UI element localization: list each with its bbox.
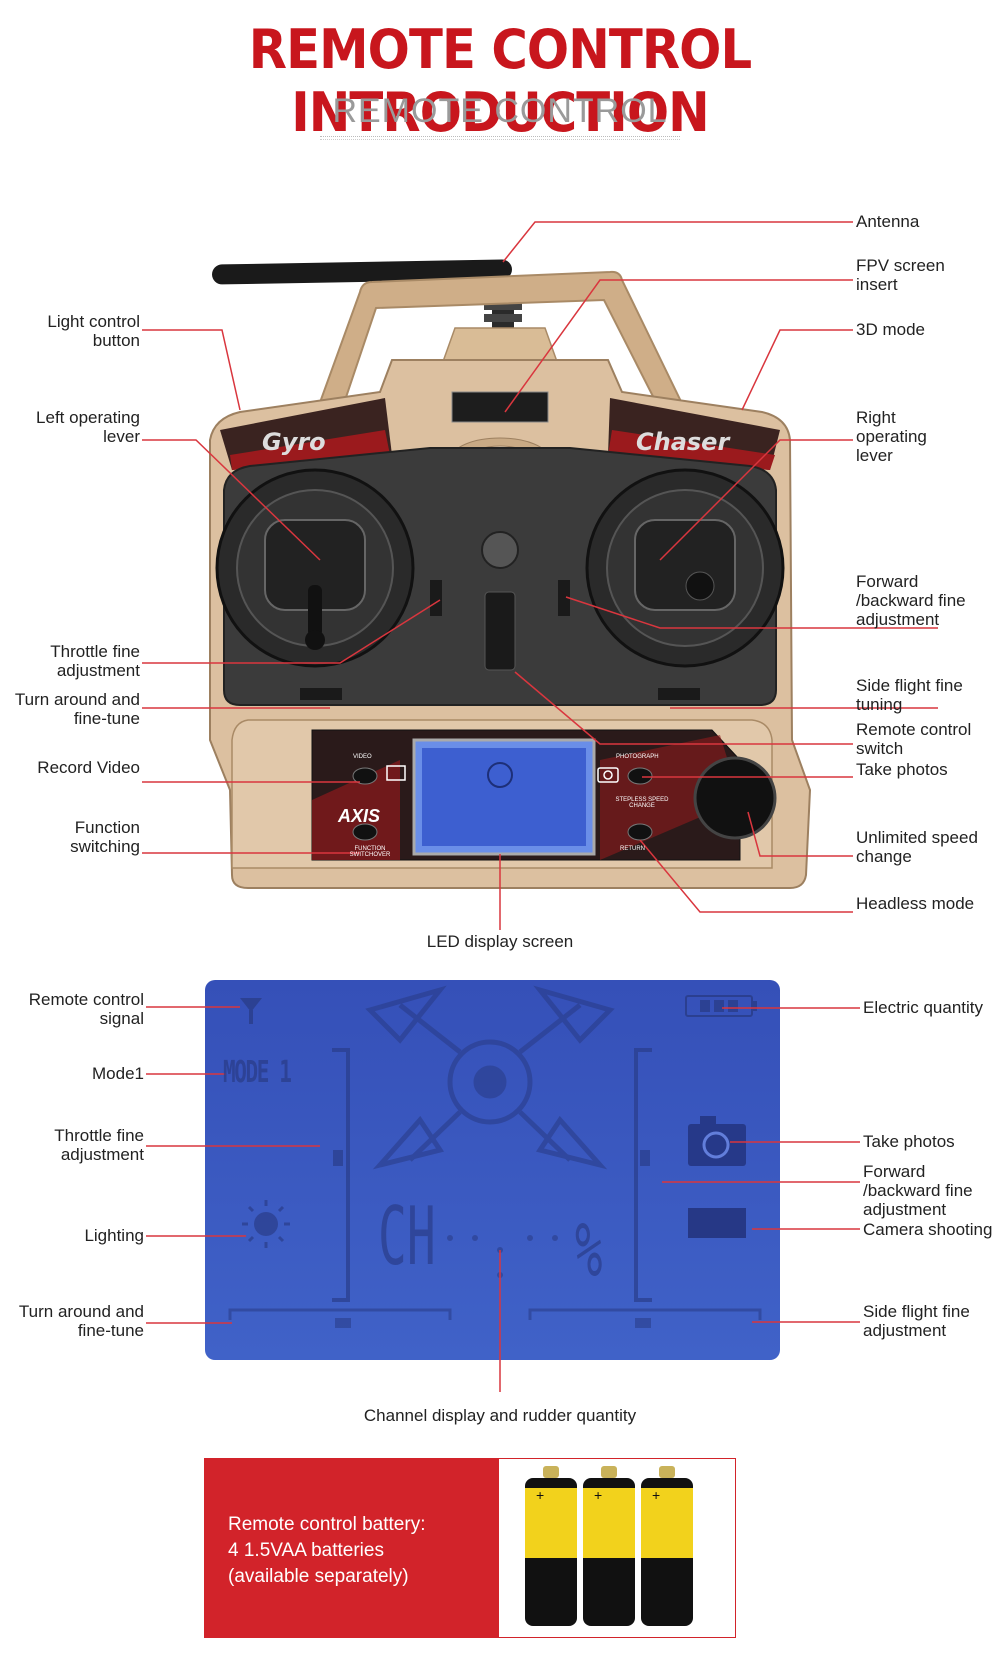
quadcopter-icon [365,985,615,1170]
battery-text: Remote control battery: 4 1.5VAA batteri… [228,1512,488,1590]
label-light-control: Light control button [47,312,140,350]
label-forward-backward: Forward /backward fine adjustment [856,572,966,629]
aa-battery-icon: + [525,1466,577,1626]
svg-text:+: + [536,1487,544,1503]
label-lighting: Lighting [84,1226,144,1245]
svg-text:+: + [652,1487,660,1503]
battery-line-3: (available separately) [228,1566,409,1587]
label-lcd-side-flight: Side flight fine adjustment [863,1302,970,1340]
label-rc-signal: Remote control signal [28,990,144,1028]
label-left-lever: Left operating lever [36,408,140,446]
aa-battery-icon: + [583,1466,635,1626]
lcd-ch-text: CH [378,1190,436,1283]
label-electric-quantity: Electric quantity [863,998,983,1017]
btn-label-speed: STEPLESS SPEED CHANGE [615,797,669,809]
left-stick-icon [215,468,415,668]
page-title: REMOTE CONTROL INTRODUCTION [248,18,752,144]
label-function-switching: Function switching [70,818,140,856]
right-stick-icon [585,468,785,668]
label-take-photos: Take photos [856,760,948,779]
lcd-camera-icon [688,1116,746,1166]
label-channel-display: Channel display and rudder quantity [363,1406,637,1425]
camera-shooting-icon [688,1208,746,1238]
photo-camera-icon [597,767,619,783]
label-fpv-insert: FPV screen insert [856,256,945,294]
battery-line-1: Remote control battery: [228,1514,426,1535]
svg-text:+: + [594,1487,602,1503]
label-3d-mode: 3D mode [856,320,925,339]
label-headless: Headless mode [856,894,975,913]
label-right-lever: Right operating lever [856,408,927,465]
lcd-mode-text: MODE 1 [223,1055,292,1090]
signal-icon [240,998,262,1024]
label-throttle-fine: Throttle fine adjustment [50,642,140,680]
btn-label-function: FUNCTION SWITCHOVER [349,846,391,858]
label-camera-shooting: Camera shooting [863,1220,993,1239]
lighting-icon [242,1200,290,1248]
label-lcd-turn-around: Turn around and fine-tune [18,1302,144,1340]
battery-info-panel [204,1458,499,1638]
brand-left: Gyro [262,428,326,456]
axis-logo: AXIS [338,806,381,826]
label-rc-switch: Remote control switch [856,720,972,758]
brand-right: Chaser [636,428,730,456]
aa-battery-icon: + [641,1466,693,1626]
label-record-video: Record Video [37,758,140,777]
btn-label-video: VIDEO [353,754,372,760]
fine-print-divider [320,136,680,140]
speed-knob-icon [693,756,777,840]
btn-label-photograph: PHOTOGRAPH [616,754,659,760]
label-lcd-forward-backward: Forward /backward fine adjustment [863,1162,973,1219]
label-led-display: LED display screen [426,932,574,951]
lcd-percent-text: % [575,1205,603,1294]
battery-level-icon [685,995,757,1017]
label-unlimited-speed: Unlimited speed change [856,828,978,866]
video-camera-icon [386,765,406,781]
label-lcd-take-photos: Take photos [863,1132,955,1151]
battery-line-2: 4 1.5VAA batteries [228,1540,384,1561]
label-antenna: Antenna [856,212,920,231]
label-mode1: Mode1 [92,1064,144,1083]
btn-label-return: RETURN [620,846,645,852]
label-side-flight: Side flight fine tuning [856,676,963,714]
label-turn-around: Turn around and fine-tune [14,690,140,728]
aa-battery-icon [665,1478,717,1626]
label-lcd-throttle: Throttle fine adjustment [54,1126,144,1164]
page-subtitle: REMOTE CONTROL [332,92,668,130]
